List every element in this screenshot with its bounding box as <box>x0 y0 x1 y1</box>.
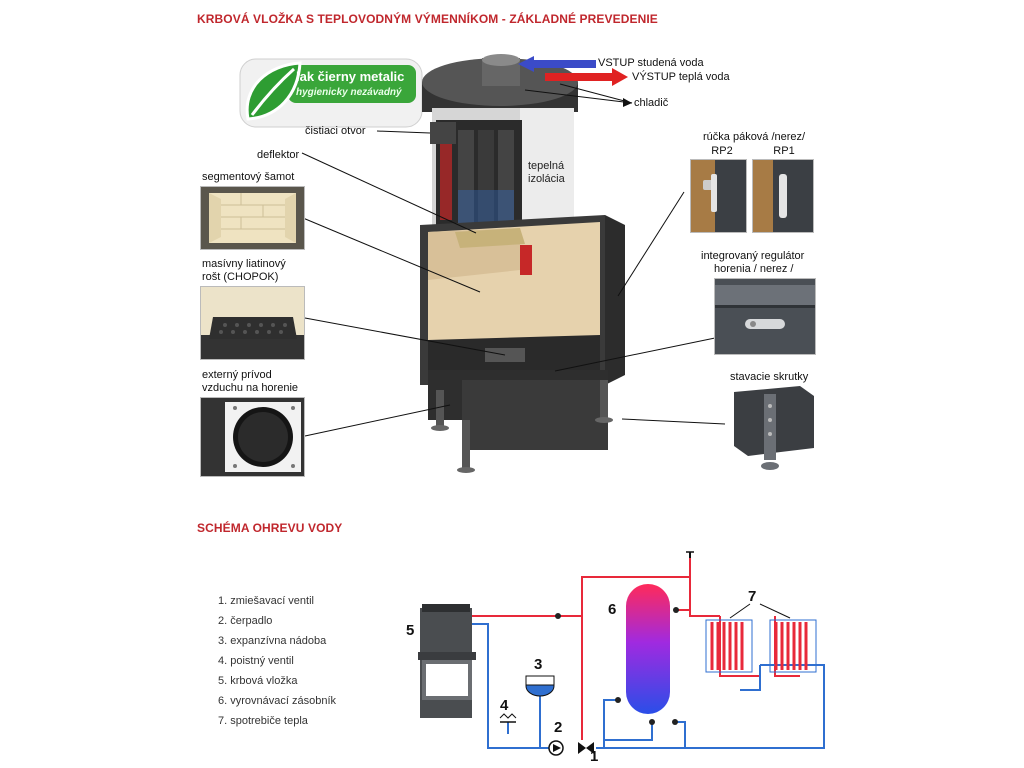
legend-item: 1. zmiešavací ventil <box>218 595 314 607</box>
label-cistiaci-otvor: čistiaci otvor <box>305 125 366 137</box>
schema-number-7: 7 <box>748 588 757 605</box>
legend-item: 7. spotrebiče tepla <box>218 715 308 727</box>
label-segmentovy-samot: segmentový šamot <box>202 171 295 183</box>
handle-rp2-thumbnail <box>690 159 747 233</box>
paint-badge: lak čierny metalic hygienicky nezávadný <box>238 57 424 129</box>
legend-item: 6. vyrovnávací zásobník <box>218 695 337 707</box>
schema-number-3: 3 <box>534 656 543 673</box>
leaf-icon <box>239 58 423 128</box>
label-chladic: chladič <box>634 97 669 109</box>
radiator-icon <box>705 619 753 673</box>
page-title: KRBOVÁ VLOŽKA S TEPLOVODNÝM VÝMENNÍKOM -… <box>197 12 658 26</box>
legend-item: 5. krbová vložka <box>218 675 298 687</box>
regulator-thumbnail <box>714 278 816 355</box>
radiator-icon <box>769 619 817 673</box>
legend-item: 3. expanzívna nádoba <box>218 635 327 647</box>
label-rost-1: masívny liatinový <box>202 258 286 270</box>
label-rost-2: rošt (CHOPOK) <box>202 271 279 283</box>
schema-number-1: 1 <box>590 748 599 765</box>
rost-thumbnail <box>200 286 305 360</box>
label-deflektor: deflektor <box>257 149 300 161</box>
schema-legend: 1. zmiešavací ventil 2. čerpadlo 3. expa… <box>218 591 336 731</box>
schema-number-2: 2 <box>554 719 563 736</box>
badge-line2: hygienicky nezávadný <box>296 87 402 98</box>
fireplace-illustration <box>301 54 726 473</box>
schema-number-5: 5 <box>406 622 415 639</box>
samot-thumbnail <box>200 186 305 250</box>
badge-line1: lak čierny metalic <box>296 69 405 84</box>
label-rp1: RP1 <box>773 145 795 157</box>
label-rucka: rúčka páková /nerez/ <box>703 131 806 143</box>
label-privod-2: vzduchu na horenie <box>202 382 299 394</box>
label-vystup: VÝSTUP teplá voda <box>632 71 730 83</box>
schema-number-6: 6 <box>608 601 617 618</box>
label-tepelna: tepelná <box>528 160 565 172</box>
schema-number-4: 4 <box>500 697 509 714</box>
label-rp2: RP2 <box>711 145 733 157</box>
label-regulator-2: horenia / nerez / <box>714 263 794 275</box>
schema-title: SCHÉMA OHREVU VODY <box>197 521 343 535</box>
air-intake-thumbnail <box>200 397 305 477</box>
screws-thumbnail <box>730 386 814 474</box>
legend-item: 2. čerpadlo <box>218 615 273 627</box>
label-vstup: VSTUP studená voda <box>598 57 704 69</box>
label-privod-1: externý prívod <box>202 369 272 381</box>
label-regulator-1: integrovaný regulátor <box>701 250 805 262</box>
legend-item: 4. poistný ventil <box>218 655 294 667</box>
handle-rp1-thumbnail <box>752 159 814 233</box>
label-izolacia: izolácia <box>528 173 565 185</box>
label-skrutky: stavacie skrutky <box>730 371 809 383</box>
